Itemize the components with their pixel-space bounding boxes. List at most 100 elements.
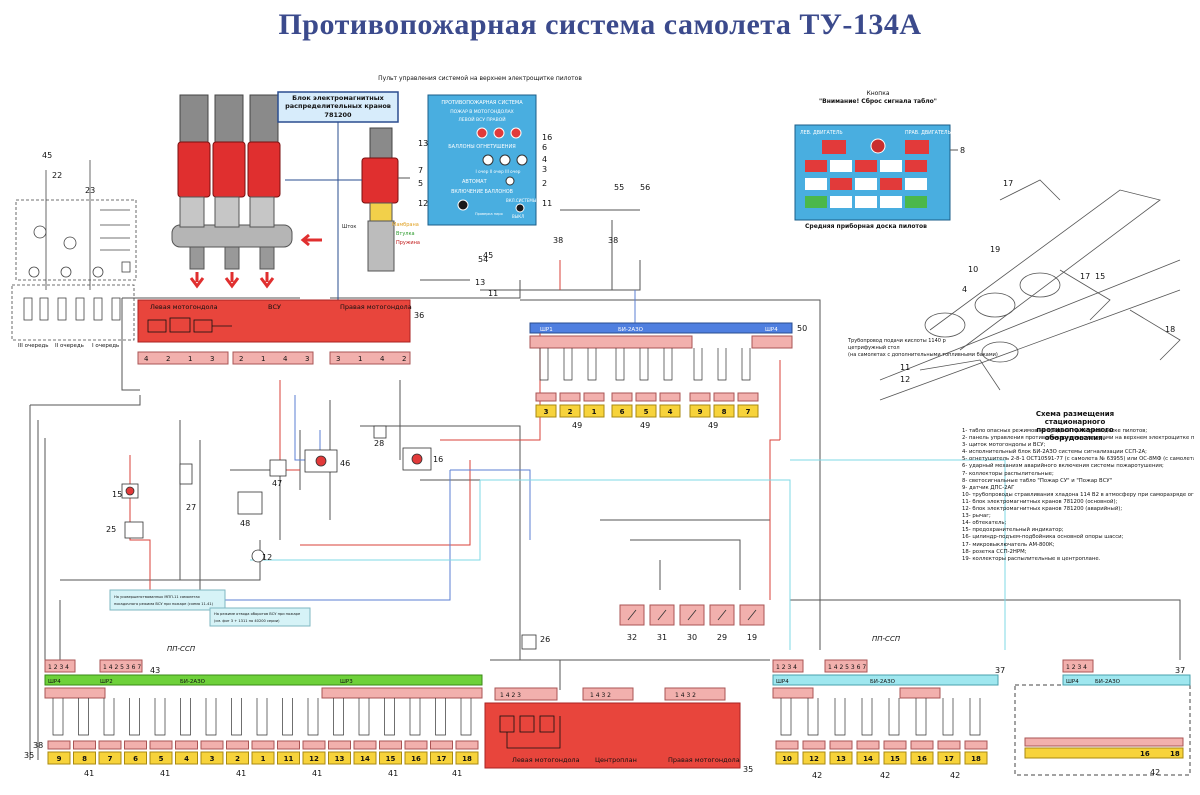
- callout-10: 10: [968, 265, 978, 274]
- sensor-label: 15: [386, 755, 396, 763]
- queue-2: II очередь: [55, 343, 84, 349]
- group-label: 41: [452, 769, 462, 778]
- sensor-pad: [455, 740, 479, 750]
- connector-pin: 4: [283, 355, 288, 363]
- sensor-pad: [251, 740, 275, 750]
- sensor-box: [883, 751, 907, 765]
- sensor-box: [149, 751, 173, 765]
- sensor-loop: [358, 698, 370, 736]
- callout-2: 2: [542, 179, 547, 188]
- blue-bus-connector-right: [751, 335, 793, 349]
- sensor-label: 16: [411, 755, 421, 763]
- sensor-pad: [689, 392, 711, 402]
- check-button[interactable]: [457, 199, 469, 211]
- blue-bus-connector-left: [529, 335, 693, 349]
- sensor-label: 12: [309, 755, 319, 763]
- right-engine-label: ПРАВ. ДВИГАТЕЛЬ: [905, 130, 951, 136]
- callout-5: 5: [418, 179, 423, 188]
- sensor-pad: [775, 740, 799, 750]
- sensor-loop: [205, 698, 217, 736]
- pilot-panel-sides: ЛЕВОЙ ВСУ ПРАВОЙ: [458, 116, 505, 123]
- legend-item: 7- коллекторы распылительные;: [962, 470, 1054, 477]
- queue-1: I очередь: [92, 343, 119, 349]
- sensor-pad: [328, 740, 351, 750]
- sensor-label: 4: [184, 755, 189, 763]
- sensor-box: [328, 751, 351, 765]
- callout-17: 17: [1003, 179, 1013, 188]
- sensor-label: 15: [890, 755, 900, 763]
- note-vsu: На режиме отвода оборотов ВСУ при пожаре: [214, 612, 301, 616]
- sensor-loop: [915, 698, 927, 736]
- far-bus-shr4: ШР4: [1066, 679, 1079, 685]
- sensor-box: [535, 404, 557, 418]
- legend-item: 13- рычаг;: [962, 513, 991, 520]
- sensor-loop: [807, 698, 819, 736]
- vsu-system-switch[interactable]: [515, 203, 525, 213]
- sensor-label: 8: [82, 755, 87, 763]
- far-right-cyan-bus: [1062, 674, 1191, 686]
- cyan-bus-connector-right: [899, 687, 941, 699]
- flow-arrow: [224, 272, 240, 289]
- callout-26: 26: [540, 635, 550, 644]
- sensor-label: 1: [261, 755, 266, 763]
- legend-item: 15- предохранительный индикатор;: [962, 527, 1064, 534]
- group-label: 42: [950, 771, 960, 780]
- green-bus-connector-right: [321, 687, 483, 699]
- pilot-panel-header: ПРОТИВОПОЖАРНАЯ СИСТЕМА: [441, 100, 523, 106]
- sensor-label: 18: [971, 755, 981, 763]
- green-bus-bi: БИ-2АЗО: [180, 679, 206, 685]
- group-label: 41: [388, 769, 398, 778]
- lower-conn-3-pins: 1 4 3 2: [675, 692, 696, 699]
- note-vsu-box: [209, 607, 311, 627]
- callout-16b: 16: [433, 455, 443, 464]
- callout-46: 46: [340, 459, 350, 468]
- callout-54: 54: [478, 255, 488, 264]
- far-right-plug: [1062, 659, 1094, 673]
- connector-pin: 3: [210, 355, 214, 363]
- far-right-dashed-box: [1014, 684, 1191, 776]
- auto-switch[interactable]: [505, 176, 515, 186]
- sensor-pad: [910, 740, 934, 750]
- callout-12c: 12: [262, 553, 272, 562]
- group-label: 42: [812, 771, 822, 780]
- sensor-loop: [539, 348, 549, 381]
- far-right-sensor-strip: [1024, 747, 1184, 759]
- extinguisher-bottle: [247, 141, 281, 198]
- ssp-right-tag: ПП-ССП: [872, 635, 901, 643]
- sensor-number: 30: [687, 633, 697, 642]
- sensor-box: [455, 751, 479, 765]
- callout-11c: 11: [488, 289, 498, 298]
- sensor-symbol: [717, 609, 727, 621]
- group-label: 41: [84, 769, 94, 778]
- ssp-left-tag: ПП-ССП: [167, 645, 196, 653]
- sensor-pad: [802, 740, 826, 750]
- sensor-pad: [98, 740, 122, 750]
- legend-item: 12- блок электромагнитных кранов 781200 …: [962, 506, 1123, 513]
- sensor-box: [856, 751, 880, 765]
- sensor-loop: [741, 348, 751, 381]
- callout-49c: 49: [708, 421, 718, 430]
- sensor-loop: [969, 698, 981, 736]
- sensor-pad: [200, 740, 224, 750]
- sensor-box: [379, 751, 402, 765]
- callout-35a: 35: [24, 751, 34, 760]
- legend-item: 5- огнетушитель 2-8-1 ОСТ10591-77 (с сам…: [962, 456, 1194, 463]
- warning-reset-button[interactable]: [870, 138, 886, 154]
- bottle-queue-3-button[interactable]: [516, 154, 528, 166]
- pilot-panel-queue: I очер II очер III очер: [476, 169, 521, 174]
- pilot-panel-auto: АВТОМАТ: [462, 179, 488, 185]
- lower-zone-connectors: [494, 687, 726, 701]
- bottle-queue-2-button[interactable]: [499, 154, 511, 166]
- sensor-label: 17: [944, 755, 954, 763]
- bottle-queue-1-button[interactable]: [482, 154, 494, 166]
- button-panel-caption-2: "Внимание! Сброс сигнала табло": [819, 98, 937, 105]
- green-bus-connector-left: [44, 687, 106, 699]
- sensor-pad: [883, 740, 907, 750]
- callout-55: 55: [614, 183, 624, 192]
- callout-13: 13: [418, 139, 428, 148]
- callout-7: 7: [418, 166, 423, 175]
- extinguisher-bottle: [177, 141, 211, 198]
- sensor-pad: [937, 740, 961, 750]
